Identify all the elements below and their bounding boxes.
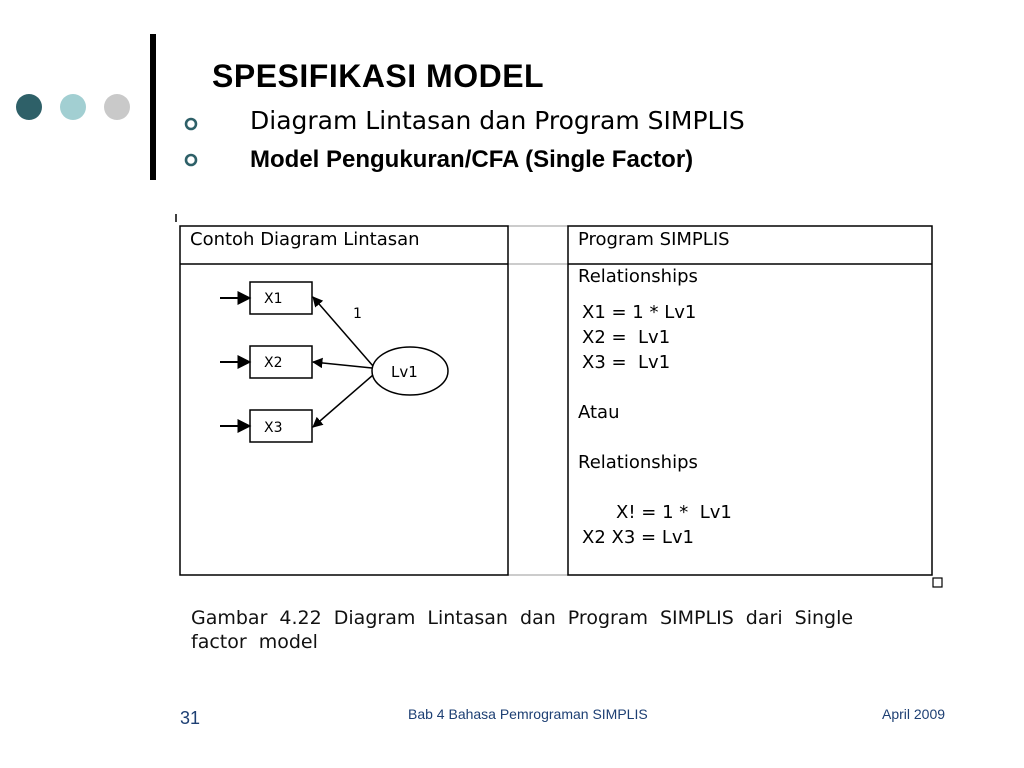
loading-arrow-x1 [312,296,374,367]
code-line: Relationships [578,266,698,287]
code-line: Atau [578,402,620,423]
latent-node-lv1 [371,346,449,396]
node-x1 [249,281,313,315]
footer-date: April 2009 [882,706,946,722]
right-panel [567,225,933,576]
code-line: X2 X3 = Lv1 [582,527,694,548]
node-x1-label: X1 [264,291,283,307]
path-coefficient-label: 1 [353,306,362,322]
bullet-text-1: Diagram Lintasan dan Program SIMPLIS [250,106,745,135]
code-line: X! = 1 * Lv1 [616,502,732,523]
footer-chapter: Bab 4 Bahasa Pemrograman SIMPLIS [408,706,648,722]
code-line: X1 = 1 * Lv1 [582,302,696,323]
code-line: Relationships [578,452,698,473]
slide-title: SPESIFIKASI MODEL [212,58,545,94]
left-panel [179,225,509,576]
loading-arrow-x3 [312,374,374,428]
loading-arrow-x2 [311,357,373,369]
bullet-ring-icon [184,117,198,131]
bullet-text-2: Model Pengukuran/CFA (Single Factor) [250,146,694,173]
page-number: 31 [180,708,201,728]
bullet-ring-icon [184,153,198,167]
latent-node-label: Lv1 [391,363,418,381]
left-panel-title: Contoh Diagram Lintasan [190,229,420,250]
right-panel-title: Program SIMPLIS [578,229,730,250]
code-line: X2 = Lv1 [582,327,670,348]
decorative-dot-gray [104,94,130,120]
code-line: X3 = Lv1 [582,352,670,373]
node-x2 [249,345,313,379]
figure-caption: Gambar 4.22 Diagram Lintasan dan Program… [191,607,854,653]
decorative-dot-light [60,94,86,120]
title-divider [150,34,156,180]
node-x3-label: X3 [264,420,283,436]
corner-mark [932,577,943,588]
decorative-dot-dark [16,94,42,120]
node-x2-label: X2 [264,355,283,371]
